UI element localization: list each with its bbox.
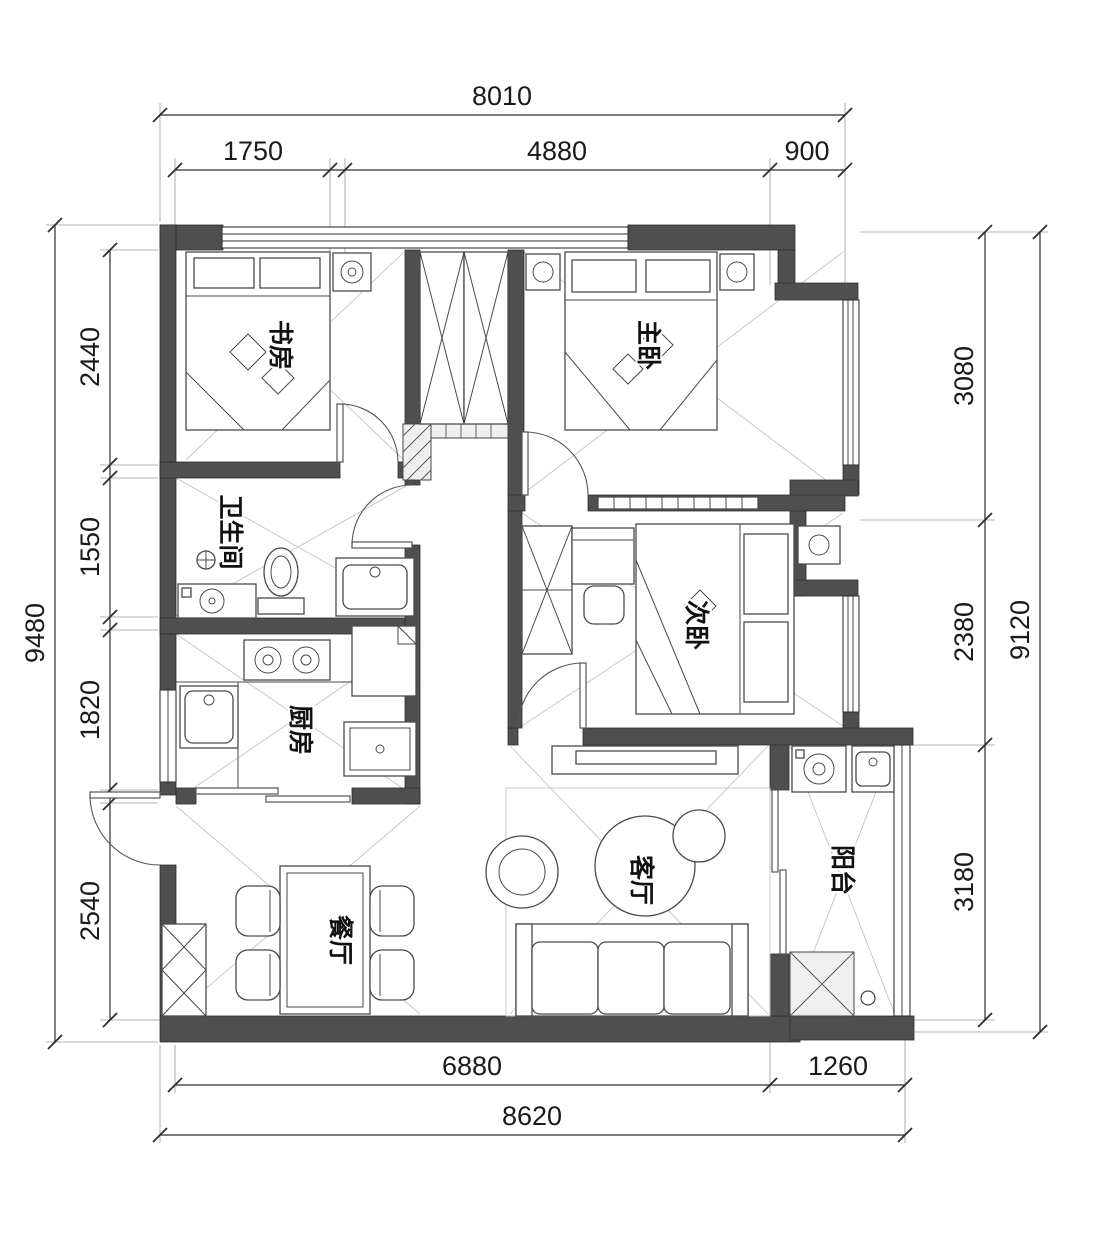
- second-bedroom-wardrobe: [521, 525, 573, 655]
- dim-bottom-seg-2: 1260: [808, 1051, 868, 1081]
- pillow: [259, 257, 321, 289]
- pillow: [645, 259, 711, 293]
- dim-top-overall: 8010: [472, 81, 532, 111]
- master-nightstand-left: [525, 253, 561, 291]
- kitchen-sliding-door: [195, 787, 351, 803]
- master-bedroom-door: [521, 431, 589, 496]
- dim-left-seg-2: 1550: [75, 517, 105, 577]
- dim-left-seg-1: 2440: [75, 327, 105, 387]
- bathroom-door: [351, 484, 413, 549]
- master-bedroom-furniture: [525, 251, 759, 510]
- dim-left-seg-4: 2540: [75, 881, 105, 941]
- hall-wardrobes: [419, 251, 509, 425]
- room-label-living-room: 客厅: [627, 855, 656, 905]
- fridge: [351, 625, 417, 697]
- study-nightstand-lamp: [332, 252, 372, 292]
- dim-top-seg-1: 1750: [223, 136, 283, 166]
- armchair: [485, 835, 559, 909]
- coffee-table: [594, 809, 726, 917]
- room-label-master-bedroom: 主卧: [634, 320, 662, 370]
- dim-top-seg-3: 900: [784, 136, 829, 166]
- toilet: [257, 547, 305, 615]
- master-nightstand-right: [719, 253, 755, 291]
- desk: [571, 527, 635, 585]
- dimension-labels: 8010 1750 4880 900 9480 2440 1550 1820 2…: [20, 81, 1035, 1131]
- dining-chair: [235, 949, 281, 1001]
- masonry-pier: [402, 423, 509, 481]
- second-bedroom-furniture: [521, 523, 841, 715]
- kitchen-furniture: [176, 625, 420, 788]
- kitchen-sink: [179, 685, 239, 749]
- room-labels: 书房 主卧 卫生间 次卧 厨房 餐厅 客厅 阳台: [214, 318, 859, 967]
- sofa: [515, 923, 749, 1017]
- entry-door: [89, 791, 161, 866]
- balcony-shaft-column: [789, 951, 876, 1017]
- balcony-window: [893, 744, 911, 1017]
- washing-machine: [791, 745, 847, 793]
- room-label-second-bedroom: 次卧: [682, 600, 710, 650]
- bathroom-furniture: [177, 547, 415, 619]
- dim-right-seg-1: 3080: [949, 346, 979, 406]
- room-label-study: 书房: [266, 320, 295, 370]
- second-nightstand: [797, 525, 841, 565]
- windows: [159, 226, 911, 1017]
- extension-lines: [46, 103, 1048, 1143]
- vanity-sink: [335, 557, 415, 617]
- bathroom-counter: [177, 583, 257, 619]
- shoe-cabinet: [161, 923, 207, 1017]
- floor-drain: [860, 990, 876, 1006]
- study-door: [336, 403, 399, 463]
- master-curtain-strip: [597, 496, 759, 510]
- doors: [89, 403, 787, 955]
- dim-left-overall: 9480: [20, 603, 50, 663]
- pillow: [193, 257, 255, 289]
- dim-right-seg-2: 2380: [949, 602, 979, 662]
- balcony-sink: [851, 745, 895, 793]
- room-label-bathroom: 卫生间: [216, 494, 244, 569]
- kitchen-window: [159, 689, 177, 783]
- dining-furniture: [161, 865, 415, 1017]
- living-room-furniture: [485, 745, 771, 1017]
- pillow: [743, 533, 789, 615]
- stove: [243, 639, 331, 681]
- desk-chair: [583, 585, 625, 625]
- dimension-lines: [47, 107, 1048, 1143]
- dim-right-overall: 9120: [1005, 600, 1035, 660]
- dining-chair: [235, 885, 281, 937]
- top-window: [221, 226, 629, 249]
- pillow: [571, 259, 637, 293]
- dining-table: [279, 865, 371, 1015]
- kitchen-cabinet: [343, 721, 417, 777]
- room-label-kitchen: 厨房: [286, 705, 315, 755]
- dim-right-seg-3: 3180: [949, 852, 979, 912]
- dim-top-seg-2: 4880: [527, 136, 587, 166]
- second-bedroom-bay-window: [842, 595, 860, 713]
- second-bedroom-door: [517, 662, 587, 729]
- dim-left-seg-3: 1820: [75, 680, 105, 740]
- room-label-dining-room: 餐厅: [326, 915, 354, 965]
- master-bay-window: [842, 299, 860, 466]
- study-furniture: [185, 251, 372, 431]
- balcony-furniture: [791, 745, 895, 793]
- dim-bottom-seg-1: 6880: [442, 1051, 502, 1081]
- pillow: [743, 621, 789, 703]
- tv-cabinet: [551, 745, 739, 775]
- balcony-sliding-door: [771, 789, 787, 955]
- dining-chair: [369, 949, 415, 1001]
- shower-head: [196, 550, 216, 570]
- dim-bottom-overall: 8620: [502, 1101, 562, 1131]
- room-label-balcony: 阳台: [828, 845, 857, 895]
- dining-chair: [369, 885, 415, 937]
